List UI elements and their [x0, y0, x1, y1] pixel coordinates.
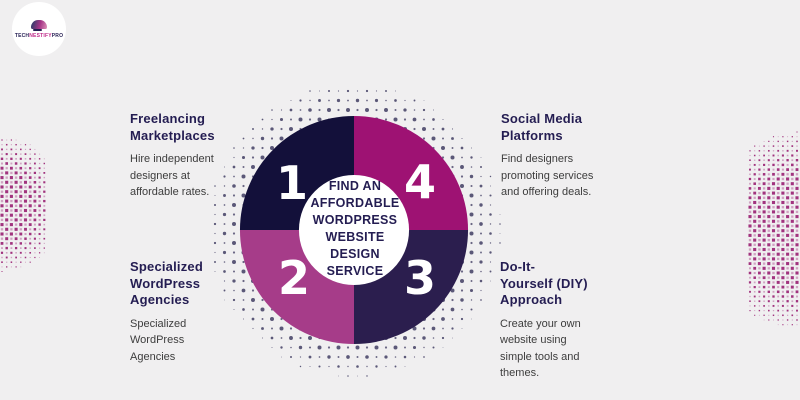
wheel-center-circle	[298, 174, 410, 286]
block-body: Find designers promoting services and of…	[501, 153, 594, 198]
brand-name-prefix: TECH	[14, 32, 30, 39]
segment-number-2: 2	[277, 251, 311, 305]
block-heading: Do-It- Yourself (DIY) Approach	[500, 259, 588, 307]
brand-icon-base	[33, 28, 42, 31]
segment-number-3: 3	[403, 251, 437, 305]
wheel-center-title: FIND AN AFFORDABLE WORDPRESS WEBSITE DES…	[310, 179, 400, 278]
block-freelancing-marketplaces: Freelancing Marketplaces Hire independen…	[130, 111, 260, 201]
block-body: Create your own website using simple too…	[500, 317, 581, 380]
block-heading: Specialized WordPress Agencies	[130, 259, 204, 307]
brand-logo: TECHNESTIFYPRO	[12, 2, 66, 56]
segment-number-4: 4	[403, 155, 437, 209]
block-heading: Freelancing Marketplaces	[130, 111, 215, 143]
brand-icon-dome	[31, 19, 47, 29]
right-edge-halftone-pattern	[748, 131, 799, 326]
left-edge-halftone-pattern	[0, 139, 46, 272]
brand-name-mid: NESTIFY	[29, 32, 52, 39]
brand-brain-icon	[30, 19, 48, 31]
block-social-media-platforms: Social Media Platforms Find designers pr…	[501, 111, 631, 201]
block-body: Hire independent designers at affordable…	[130, 153, 214, 198]
wheel-diagram	[239, 115, 469, 345]
block-body: Specialized WordPress Agencies	[130, 317, 187, 363]
brand-name-suffix: PRO	[51, 32, 64, 39]
brand-name: TECHNESTIFYPRO	[15, 33, 63, 39]
block-specialized-wordpress-agencies: Specialized WordPress Agencies Specializ…	[130, 259, 260, 365]
block-diy-approach: Do-It- Yourself (DIY) Approach Create yo…	[500, 259, 630, 382]
block-heading: Social Media Platforms	[501, 111, 583, 143]
